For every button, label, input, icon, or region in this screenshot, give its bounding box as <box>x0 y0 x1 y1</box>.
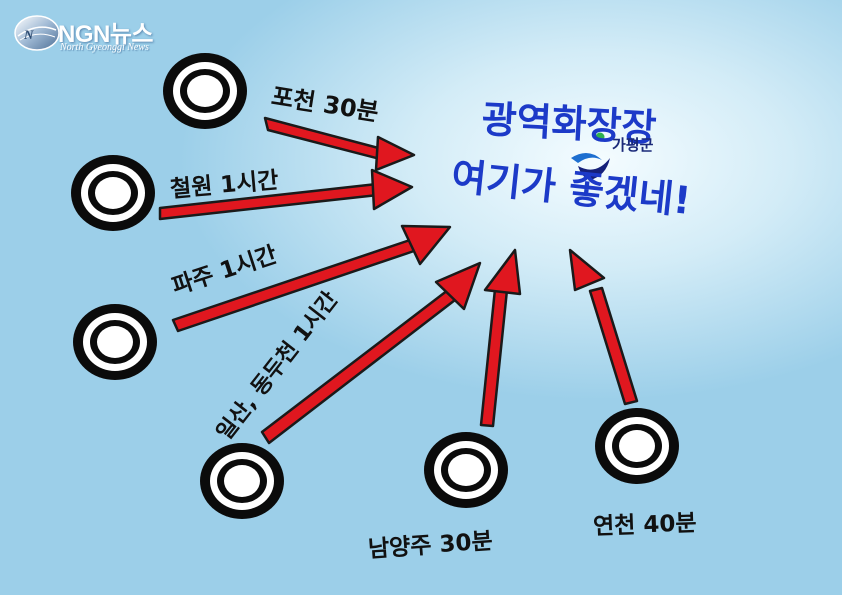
target-icon-yeoncheon <box>595 408 679 484</box>
arrow-icon-namyangju <box>479 248 522 428</box>
arrow-icon-paju <box>171 224 452 333</box>
target-icon-paju <box>73 304 157 380</box>
target-icon-pocheon <box>163 53 247 129</box>
logo-title: NGN뉴스 <box>58 21 154 48</box>
arrow-icon-pocheon <box>263 116 416 172</box>
gapyeong-label: 가평군 <box>612 136 654 154</box>
route-label-yeoncheon: 연천 40분 <box>592 510 697 540</box>
svg-text:N: N <box>23 27 34 42</box>
gapyeong-emblem-icon <box>571 132 610 180</box>
target-icon-ilsan <box>200 443 284 519</box>
arrow-icon-ilsan <box>260 261 482 445</box>
target-icon-namyangju <box>424 432 508 508</box>
target-icon-cheorwon <box>71 155 155 231</box>
ngn-news-logo[interactable]: NGN뉴스 North Gyeonggi News <box>10 12 170 56</box>
globe-icon: N <box>14 15 60 51</box>
arrow-icon-yeoncheon <box>568 248 639 406</box>
arrow-icon-cheorwon <box>158 168 414 221</box>
logo-subtitle: North Gyeonggi News <box>60 42 149 53</box>
